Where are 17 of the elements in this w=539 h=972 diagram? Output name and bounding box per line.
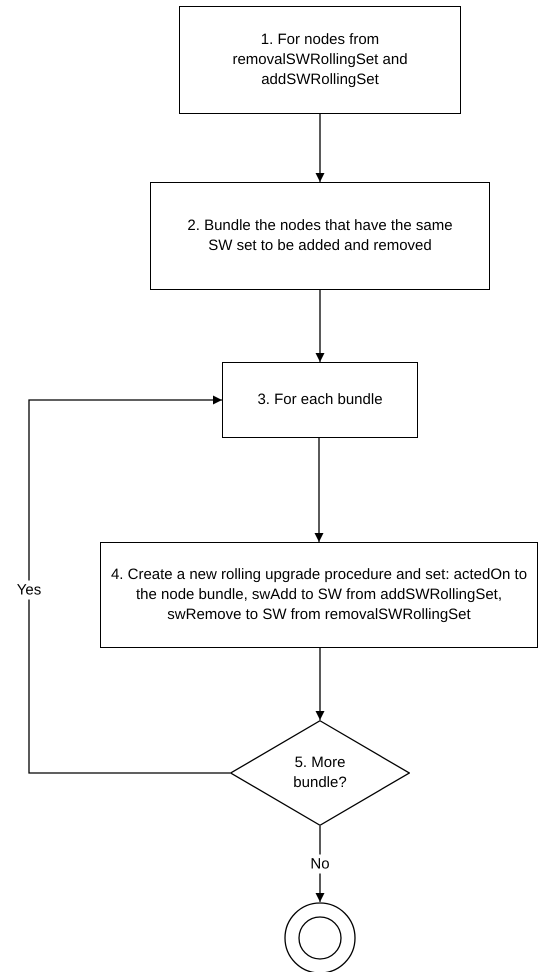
- process-box: [100, 542, 538, 648]
- process-box: [222, 362, 418, 438]
- step-text: 4. Create a new rolling upgrade procedure and set: actedOn to the node bundle, swAdd to SW from addSWRollingSet, swRemove to SW from removalSWRollingSet: [110, 565, 528, 625]
- edge-label: Yes: [14, 580, 44, 600]
- step-text: 3. For each bundle: [257, 390, 383, 410]
- step-text: 2. Bundle the nodes that have the same SW set to be added and removed: [186, 216, 454, 256]
- arrow: [316, 290, 324, 362]
- process-box: [150, 182, 490, 290]
- step-text: 1. For nodes from removalSWRollingSet and addSWRollingSet: [231, 30, 409, 90]
- process-box: [179, 6, 461, 114]
- arrow: [316, 114, 324, 182]
- step-text: 5. More bundle?: [292, 753, 348, 793]
- arrow: [314, 438, 324, 542]
- arrow: [316, 826, 324, 902]
- arrow: [28, 396, 230, 774]
- arrow: [316, 648, 324, 720]
- decision-diamond: [230, 720, 410, 826]
